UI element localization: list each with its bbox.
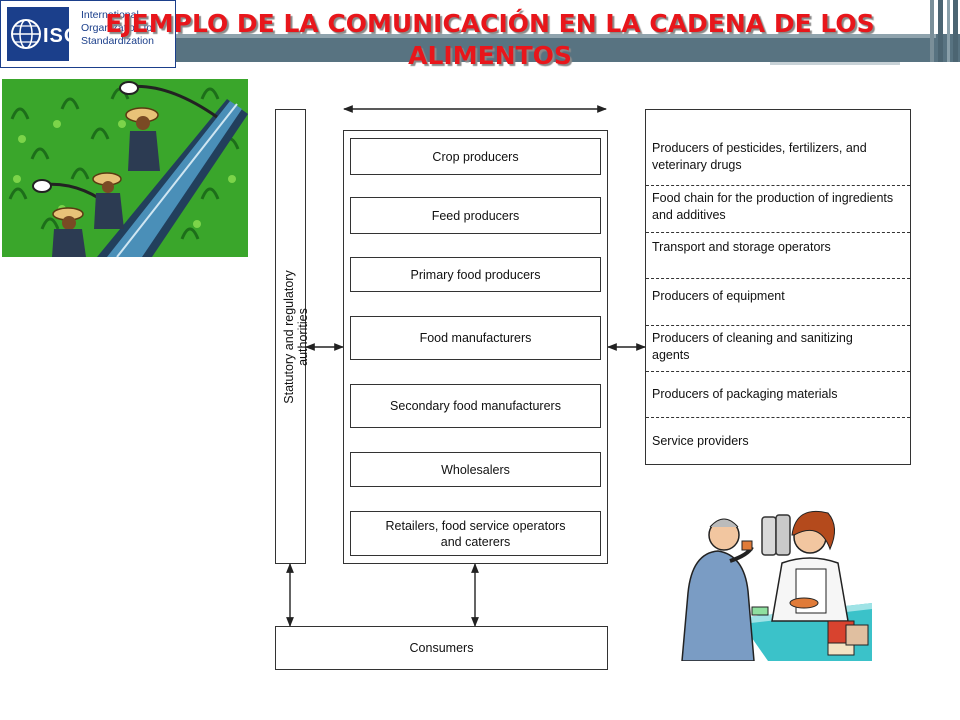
authorities-box — [275, 109, 306, 564]
header-accent-line — [176, 34, 936, 38]
header-stripe-4 — [953, 0, 958, 62]
header-bar — [176, 34, 960, 62]
chain-box-crop-producers: Crop producers — [350, 138, 601, 175]
related-separator — [646, 232, 910, 233]
food-shop-clipart — [681, 510, 872, 661]
authorities-label: Statutory and regulatory authorities — [282, 270, 310, 404]
iso-logo: ISO International Organization for Stand… — [0, 0, 176, 68]
header-stripe-2 — [938, 0, 943, 62]
related-item-transport: Transport and storage operators — [652, 240, 831, 254]
related-item-pesticides: Producers of pesticides, fertilizers, an… — [652, 141, 867, 172]
iso-badge: ISO — [7, 7, 79, 61]
iso-abbr: ISO — [43, 25, 81, 47]
chain-box-retailers: Retailers, food service operators and ca… — [350, 511, 601, 556]
chain-box-feed-producers: Feed producers — [350, 197, 601, 234]
header-underline — [770, 62, 900, 65]
chain-box-primary-food-producers: Primary food producers — [350, 257, 601, 292]
chain-box-wholesalers: Wholesalers — [350, 452, 601, 487]
farm-workers-clipart — [2, 79, 248, 257]
related-separator — [646, 325, 910, 326]
related-item-service: Service providers — [652, 434, 749, 448]
related-organizations-panel: Producers of pesticides, fertilizers, an… — [645, 109, 911, 465]
related-item-cleaning: Producers of cleaning and sanitizing age… — [652, 331, 853, 362]
related-item-equipment: Producers of equipment — [652, 289, 785, 303]
header-stripe-3 — [947, 0, 950, 62]
related-separator — [646, 371, 910, 372]
related-item-ingredients: Food chain for the production of ingredi… — [652, 191, 894, 222]
consumers-box: Consumers — [275, 626, 608, 670]
related-separator — [646, 185, 910, 186]
related-item-packaging: Producers of packaging materials — [652, 387, 838, 401]
header-stripe-1 — [930, 0, 934, 62]
chain-box-food-manufacturers: Food manufacturers — [350, 316, 601, 360]
related-separator — [646, 417, 910, 418]
iso-full-name: International Organization for Standardi… — [81, 9, 156, 47]
chain-box-secondary-manufacturers: Secondary food manufacturers — [350, 384, 601, 428]
slide-title: EJEMPLO DE LA COMUNICACIÓN EN LA CADENA … — [105, 9, 875, 70]
related-separator — [646, 278, 910, 279]
globe-icon — [11, 19, 41, 49]
